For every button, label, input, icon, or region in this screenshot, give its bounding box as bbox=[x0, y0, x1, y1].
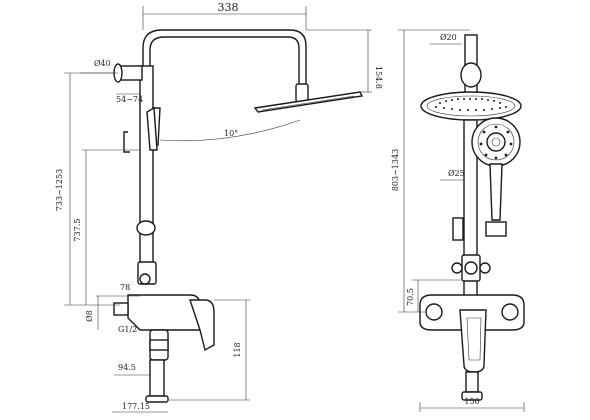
dim-total-height: 803~1343 bbox=[391, 29, 470, 313]
dim-centre-height: 118 bbox=[168, 299, 250, 401]
total-height-label: 803~1343 bbox=[391, 149, 400, 191]
dim-head-pipe-dia: Ø25 bbox=[440, 169, 465, 181]
centre-height-label: 118 bbox=[233, 342, 242, 357]
valve-offset-label: 78 bbox=[120, 283, 130, 292]
base-width-label: 177.15 bbox=[122, 402, 150, 411]
arm-width-label: 338 bbox=[218, 1, 239, 14]
rain-nozzles bbox=[435, 98, 507, 111]
dim-adjust-range: 733~1253 bbox=[55, 72, 120, 306]
holder-spacing-label: 54~74 bbox=[116, 95, 143, 104]
head-pipe-dia-label: Ø25 bbox=[448, 169, 465, 178]
dim-head-tilt: 10° bbox=[159, 119, 301, 142]
dim-valve-offset: 78 Ø8 G1/2 bbox=[85, 283, 140, 334]
pipe-dia-label: Ø20 bbox=[440, 33, 457, 42]
lower-offset-label: 70.5 bbox=[406, 288, 415, 306]
valve-side-label: Ø8 bbox=[85, 310, 94, 322]
front-view: Ø20 Ø25 803~1343 70.5 150 bbox=[391, 29, 525, 412]
dim-arm-width: 338 bbox=[142, 1, 307, 30]
dim-lower-offset: 70.5 bbox=[406, 279, 462, 312]
inlet-spacing-label: 94.5 bbox=[118, 363, 136, 372]
head-drop-label: 154.8 bbox=[374, 66, 383, 89]
dim-head-drop: 154.8 bbox=[306, 29, 383, 93]
dim-inlet-spacing: 94.5 bbox=[114, 363, 150, 376]
slide-bar-label: 737.5 bbox=[73, 219, 82, 242]
adjust-range-label: 733~1253 bbox=[55, 169, 64, 211]
head-tilt-label: 10° bbox=[224, 129, 238, 138]
dim-front-width: 150 bbox=[419, 397, 525, 412]
front-width-label: 150 bbox=[464, 397, 479, 406]
dim-base-width: 177.15 bbox=[112, 402, 168, 413]
inlet-thread-label: G1/2 bbox=[118, 325, 137, 334]
wall-holder-label: Ø40 bbox=[94, 59, 111, 68]
hand-nozzles bbox=[479, 125, 513, 160]
dim-slide-bar: 737.5 bbox=[73, 149, 140, 305]
side-view: 338 154.8 Ø40 54~74 10° 733~1253 737. bbox=[55, 1, 383, 413]
dim-pipe-dia: Ø20 bbox=[430, 33, 462, 45]
